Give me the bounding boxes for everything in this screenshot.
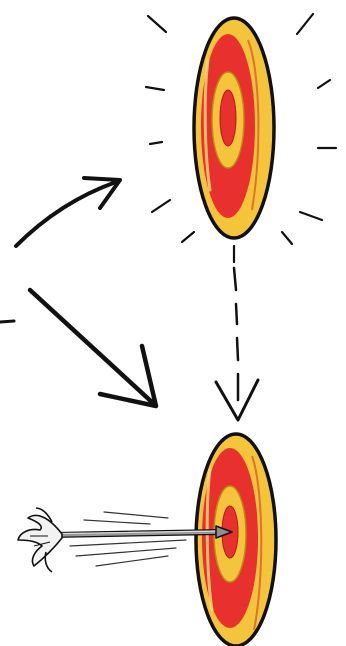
top-target-icon <box>146 14 336 262</box>
lower-diagonal-arrow-icon <box>30 290 156 406</box>
dashed-connector-arrow-icon <box>216 268 258 420</box>
arrow-fletching <box>18 508 62 572</box>
branch-stub-line <box>0 321 14 322</box>
target-with-arrow-icon <box>18 434 276 646</box>
upper-curved-arrow-icon <box>16 178 120 246</box>
